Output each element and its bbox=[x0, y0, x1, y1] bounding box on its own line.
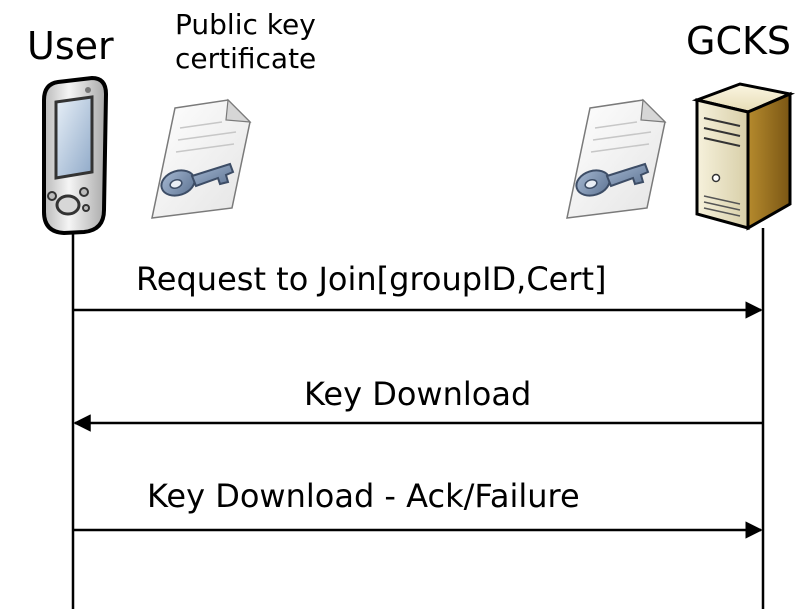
handheld-device-icon bbox=[42, 75, 109, 236]
message-ack-failure: Key Download - Ack/Failure bbox=[147, 477, 580, 515]
actor-user-label: User bbox=[27, 24, 114, 68]
actor-gcks-label: GCKS bbox=[686, 19, 792, 63]
message-request-to-join: Request to Join[groupID,Cert] bbox=[136, 260, 607, 298]
message-key-download: Key Download bbox=[304, 375, 532, 413]
server-tower-icon bbox=[691, 82, 796, 231]
key-document-icon bbox=[151, 98, 252, 219]
key-document-icon bbox=[566, 98, 667, 219]
certificate-caption: Public key certificate bbox=[175, 8, 317, 75]
